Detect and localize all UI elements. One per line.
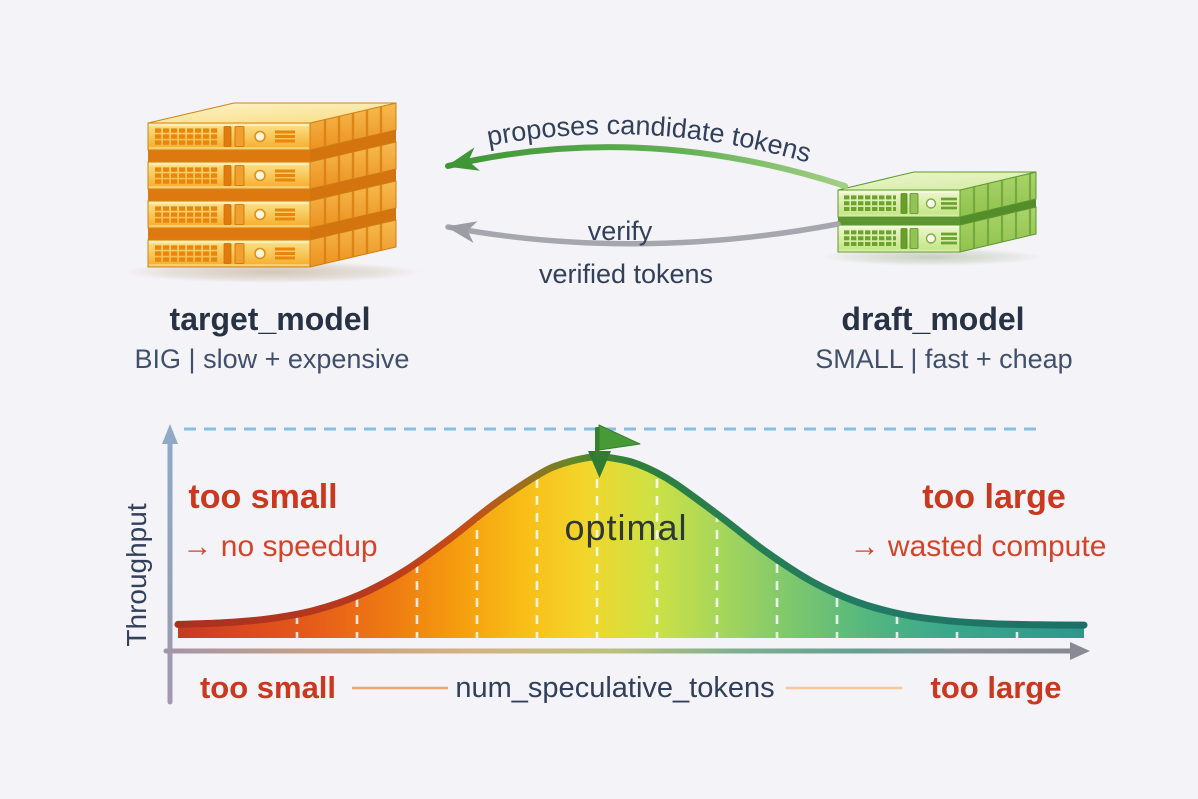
x-axis-right-category: too large [931, 670, 1062, 705]
verify-arrow [445, 221, 841, 247]
y-axis-arrowhead [162, 424, 178, 444]
peak-flag-icon [588, 424, 641, 478]
target-model-title: target_model [170, 301, 371, 337]
target-model-server-stack-icon [148, 103, 396, 267]
draft-model-title: draft_model [841, 301, 1024, 337]
proposes-arrow [445, 144, 848, 189]
draft-model-tagline: SMALL | fast + cheap [815, 344, 1072, 374]
too-large-annotation: too large [922, 478, 1066, 516]
bell-curve-fill [178, 456, 1084, 638]
x-axis-title: num_speculative_tokens [455, 672, 774, 704]
draft-model-server-stack-icon [836, 170, 1038, 254]
throughput-plot: Throughput optimal too small → no speedu… [121, 424, 1106, 705]
x-axis-left-category: too small [200, 670, 336, 705]
no-speedup-annotation: → no speedup [182, 530, 377, 563]
bell-curve-outline [174, 453, 1088, 629]
optimal-annotation: optimal [564, 507, 687, 548]
flow-diagram: proposes candidate tokens verify verifie… [122, 103, 1073, 374]
verified-tokens-label: verified tokens [539, 259, 713, 289]
y-axis-title: Throughput [121, 503, 152, 646]
target-model-tagline: BIG | slow + expensive [135, 344, 410, 374]
proposes-label: proposes candidate tokens [484, 110, 814, 168]
too-small-annotation: too small [188, 478, 337, 516]
verify-label: verify [588, 216, 653, 246]
x-axis-arrowhead [1070, 642, 1090, 660]
wasted-compute-annotation: → wasted compute [850, 530, 1107, 563]
